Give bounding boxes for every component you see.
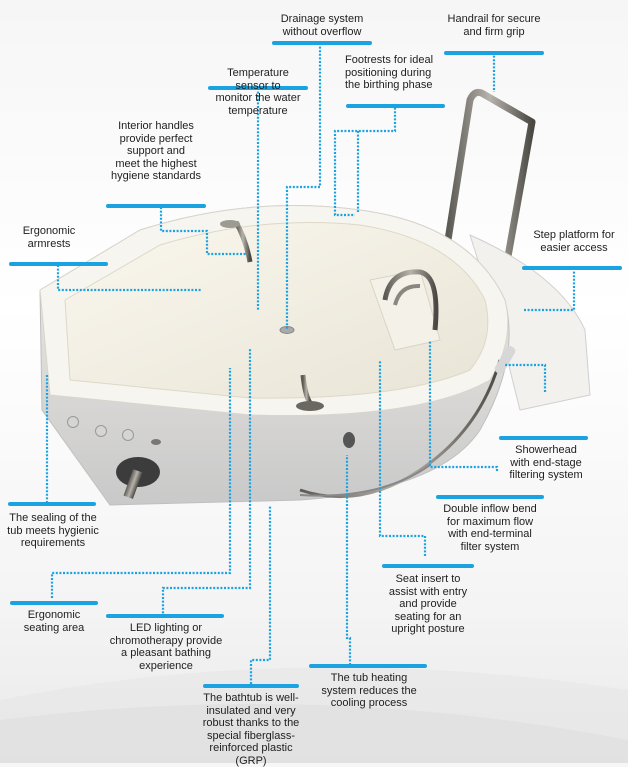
faucet	[382, 269, 439, 331]
bar-interior-handles	[106, 204, 206, 208]
bar-insulation	[203, 684, 299, 688]
bar-led	[106, 614, 224, 618]
bar-inflow-bend	[436, 495, 544, 499]
bar-seating-area	[10, 601, 98, 605]
label-seating-area: Ergonomic seating area	[23, 609, 85, 634]
label-footrests: Footrests for ideal positioning during t…	[345, 54, 434, 91]
connector-lines	[45, 43, 576, 684]
bar-sealing	[8, 502, 96, 506]
bar-drainage	[272, 41, 372, 45]
step-platform	[469, 234, 591, 411]
label-heating: The tub heating system reduces the cooli…	[321, 672, 417, 709]
label-interior-handles: Interior handles provide perfect support…	[111, 120, 201, 182]
label-inflow-bend: Double inflow bend for maximum flow with…	[443, 503, 537, 553]
label-sealing: The sealing of the tub meets hygienic re…	[7, 512, 99, 549]
label-handrail: Handrail for secure and firm grip	[447, 13, 541, 38]
bar-step-platform	[522, 266, 622, 270]
bar-seat-insert	[382, 564, 474, 568]
label-step-platform: Step platform for easier access	[533, 229, 615, 254]
bar-handrail	[444, 51, 544, 55]
label-seat-insert: Seat insert to assist with entry and pro…	[388, 573, 468, 635]
drain	[279, 326, 295, 334]
bar-temperature	[208, 86, 308, 90]
bar-footrests	[346, 104, 445, 108]
label-led: LED lighting or chromotherapy provide a …	[109, 622, 223, 672]
bar-heating	[309, 664, 427, 668]
label-armrests: Ergonomic armrests	[22, 225, 76, 250]
label-insulation: The bathtub is well- insulated and very …	[202, 692, 300, 767]
label-temperature: Temperature sensor to monitor the water …	[215, 67, 301, 117]
handrail	[444, 88, 536, 291]
bar-armrests	[9, 262, 108, 266]
label-drainage: Drainage system without overflow	[280, 13, 364, 38]
label-showerhead: Showerhead with end-stage filtering syst…	[509, 444, 583, 481]
bar-showerhead	[499, 436, 588, 440]
